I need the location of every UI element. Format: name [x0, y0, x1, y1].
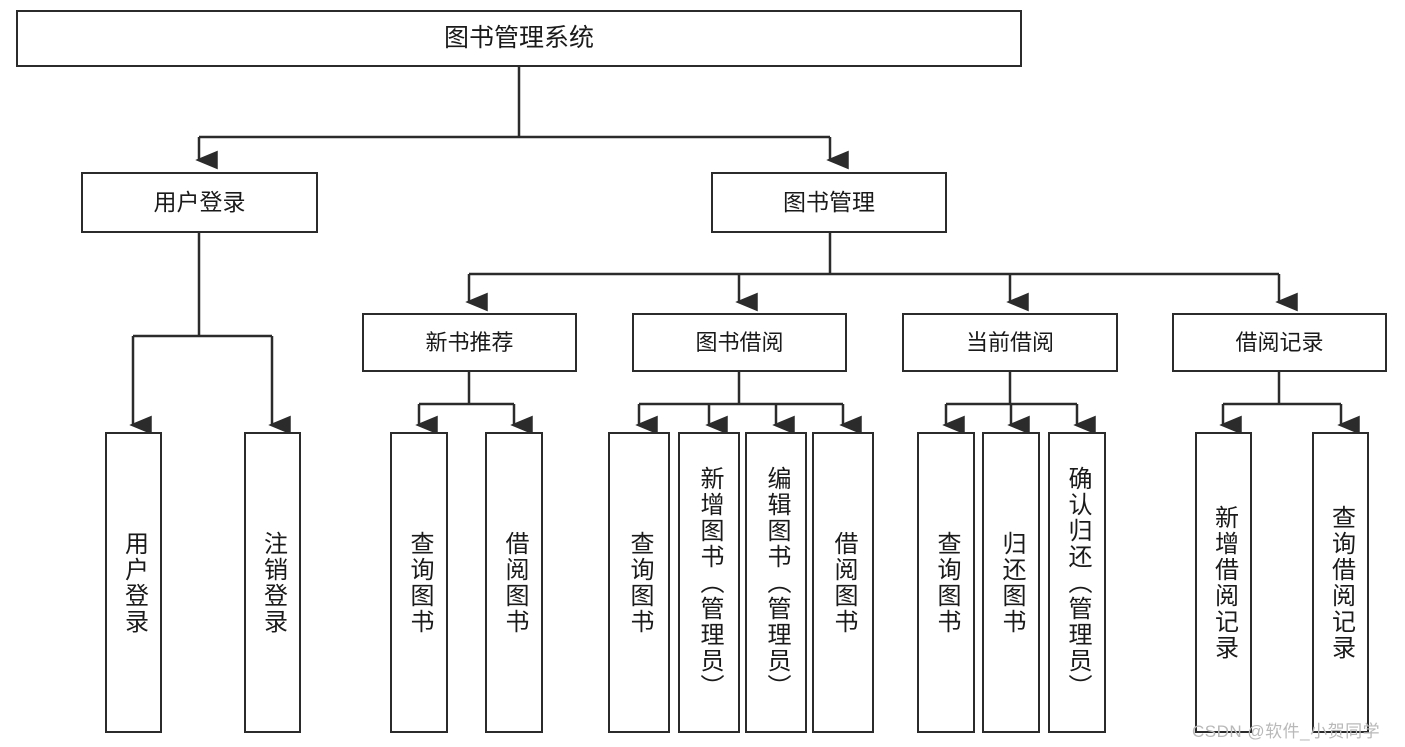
leaf-borrow-book[interactable]: 借阅图书	[812, 432, 874, 733]
leaf-query-book-borrow-label: 查询图书	[626, 530, 653, 635]
node-current-borrow[interactable]: 当前借阅	[902, 313, 1118, 372]
leaf-confirm-return-label: 确认归还（管理员）	[1064, 465, 1091, 700]
leaf-query-book-current-label: 查询图书	[933, 530, 960, 635]
leaf-query-book-borrow[interactable]: 查询图书	[608, 432, 670, 733]
node-book-management[interactable]: 图书管理	[711, 172, 947, 233]
leaf-query-book-recommendation-label: 查询图书	[406, 530, 433, 635]
node-user-login[interactable]: 用户登录	[81, 172, 318, 233]
leaf-add-book[interactable]: 新增图书（管理员）	[678, 432, 740, 733]
node-book-management-label: 图书管理	[783, 188, 875, 215]
leaf-logout-label: 注销登录	[259, 530, 287, 635]
leaf-confirm-return[interactable]: 确认归还（管理员）	[1048, 432, 1106, 733]
node-root-system-label: 图书管理系统	[443, 23, 594, 52]
leaf-add-book-label: 新增图书（管理员）	[696, 465, 723, 700]
node-borrow-record-label: 借阅记录	[1235, 329, 1324, 355]
leaf-borrow-book-recommendation-label: 借阅图书	[501, 530, 528, 635]
leaf-query-book-current[interactable]: 查询图书	[917, 432, 975, 733]
node-current-borrow-label: 当前借阅	[965, 329, 1054, 355]
leaf-edit-book-label: 编辑图书（管理员）	[763, 465, 790, 700]
leaf-return-book[interactable]: 归还图书	[982, 432, 1040, 733]
leaf-user-login-label: 用户登录	[120, 530, 148, 635]
leaf-return-book-label: 归还图书	[998, 530, 1025, 635]
leaf-user-login[interactable]: 用户登录	[105, 432, 162, 733]
node-user-login-label: 用户登录	[153, 188, 246, 215]
node-borrow-record[interactable]: 借阅记录	[1172, 313, 1387, 372]
node-new-book-recommendation[interactable]: 新书推荐	[362, 313, 577, 372]
node-book-borrow[interactable]: 图书借阅	[632, 313, 847, 372]
leaf-query-book-recommendation[interactable]: 查询图书	[390, 432, 448, 733]
leaf-query-borrow-record-label: 查询借阅记录	[1327, 504, 1355, 661]
node-book-borrow-label: 图书借阅	[695, 329, 784, 355]
leaf-add-borrow-record[interactable]: 新增借阅记录	[1195, 432, 1252, 733]
node-root-system[interactable]: 图书管理系统	[16, 10, 1022, 67]
leaf-query-borrow-record[interactable]: 查询借阅记录	[1312, 432, 1369, 733]
leaf-borrow-book-label: 借阅图书	[830, 530, 857, 635]
node-new-book-recommendation-label: 新书推荐	[425, 329, 514, 355]
leaf-edit-book[interactable]: 编辑图书（管理员）	[745, 432, 807, 733]
leaf-borrow-book-recommendation[interactable]: 借阅图书	[485, 432, 543, 733]
leaf-logout[interactable]: 注销登录	[244, 432, 301, 733]
leaf-add-borrow-record-label: 新增借阅记录	[1210, 504, 1238, 661]
